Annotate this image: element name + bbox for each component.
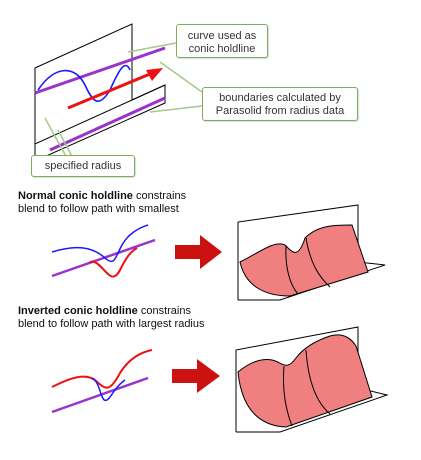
- top-floor-edge: [131, 84, 166, 101]
- normal-blend-section-2: [305, 237, 331, 288]
- specified-radius-callout: specified radius: [31, 155, 135, 177]
- inverted-caption-rest: constrains: [137, 305, 191, 317]
- inverted-red-curve: [51, 349, 153, 389]
- normal-3d-wall: [237, 204, 359, 300]
- inverted-section: [51, 326, 389, 433]
- inverted-arrow: [172, 359, 220, 393]
- leader-line-boundary-1: [159, 61, 203, 93]
- inverted-caption: Inverted conic holdline constrains blend…: [18, 305, 205, 331]
- direction-arrow-head: [146, 68, 163, 81]
- inverted-blend-surface: [237, 334, 373, 428]
- normal-blend-section-1: [285, 245, 299, 295]
- inverted-caption-bold: Inverted conic holdline: [18, 305, 138, 317]
- conic-holdline-callout-line2: conic holdline: [188, 43, 256, 55]
- inverted-caption-line2: blend to follow path with largest radius: [18, 318, 205, 330]
- conic-holdline-curve: [37, 64, 131, 102]
- inverted-blue-curve: [91, 377, 126, 401]
- direction-arrow-shaft: [67, 72, 151, 110]
- normal-section: [51, 204, 386, 301]
- leader-line-radius-1: [44, 117, 69, 161]
- normal-caption-bold: Normal conic holdline: [18, 190, 133, 202]
- boundaries-callout-line2: Parasolid from radius data: [215, 105, 345, 117]
- conic-holdline-callout: curve used as conic holdline: [176, 24, 268, 58]
- normal-caption: Normal conic holdline constrains blend t…: [18, 190, 186, 216]
- inverted-purple-line: [51, 376, 149, 414]
- normal-caption-line2: blend to follow path with smallest: [18, 203, 179, 215]
- inverted-caption-line1: Inverted conic holdline constrains: [18, 305, 205, 318]
- floor-boundary-line: [49, 96, 166, 152]
- specified-radius-callout-text: specified radius: [44, 160, 122, 172]
- inverted-blend-section-1: [283, 365, 293, 427]
- normal-red-curve: [89, 247, 138, 278]
- inverted-blend-section-2: [305, 349, 331, 415]
- normal-caption-rest: constrains: [132, 190, 187, 202]
- boundaries-callout-line1: boundaries calculated by: [219, 92, 341, 104]
- leader-line-boundary-2: [149, 105, 203, 113]
- inverted-3d-floor: [236, 387, 389, 433]
- normal-caption-line1: Normal conic holdline constrains: [18, 190, 186, 203]
- normal-blue-curve: [51, 224, 149, 263]
- wall-boundary-line: [34, 46, 166, 95]
- boundaries-callout: boundaries calculated by Parasolid from …: [202, 87, 358, 121]
- leader-line-conic: [127, 42, 177, 53]
- normal-blend-surface: [239, 224, 369, 297]
- normal-arrow: [175, 235, 222, 269]
- normal-purple-line: [51, 238, 156, 278]
- conic-holdline-callout-line1: curve used as: [187, 30, 257, 42]
